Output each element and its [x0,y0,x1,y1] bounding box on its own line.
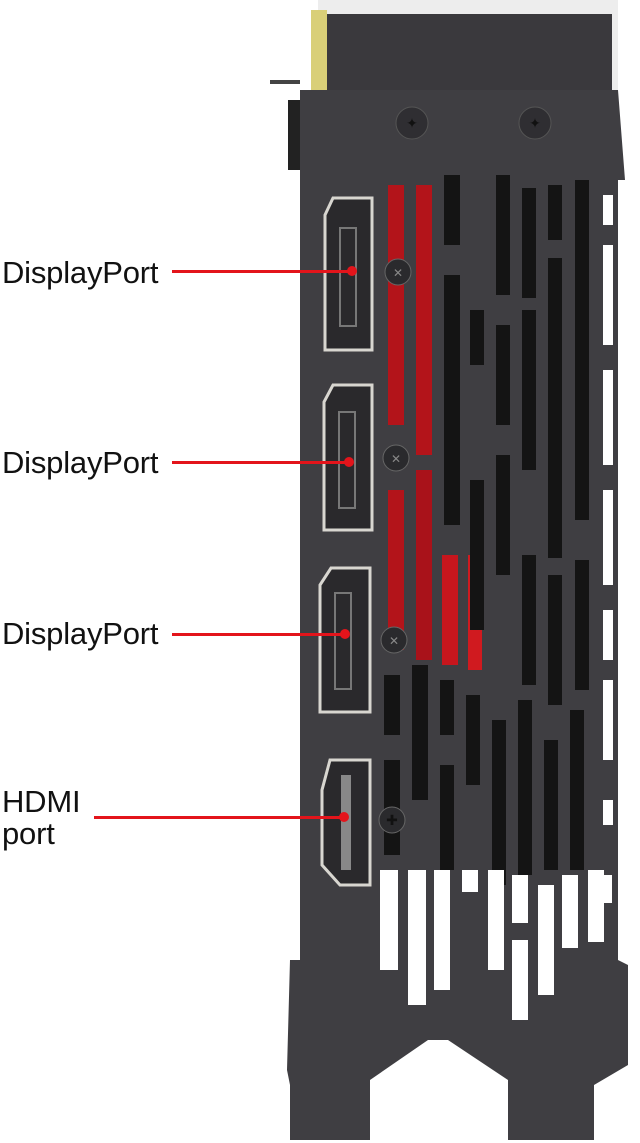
screw-icon: ✚ [378,806,406,834]
svg-text:✦: ✦ [529,116,541,132]
bracket-clip [288,100,302,170]
heatsink-fin [416,470,432,660]
svg-text:✕: ✕ [389,634,399,648]
callout-leader-line [172,270,352,273]
callout-dot [344,457,354,467]
screw-icon: ✦ [395,106,429,140]
screw-icon: ✕ [384,258,412,286]
displayport-connector-3 [318,566,372,714]
callout-label-displayport-1: DisplayPort [2,255,159,290]
screw-icon: ✦ [518,106,552,140]
callout-label-hdmi-line2: port [2,816,55,851]
screw-icon: ✕ [382,444,410,472]
svg-text:✕: ✕ [391,452,401,466]
callout-label-hdmi-line1: HDMI [2,784,81,819]
callout-leader-line [172,633,344,636]
callout-leader-line [94,816,344,819]
svg-text:✚: ✚ [386,813,398,829]
pcb-edge [311,10,327,110]
hdmi-connector [320,758,372,887]
heatsink-fin [388,490,404,650]
callout-label-displayport-2: DisplayPort [2,445,159,480]
heatsink-fin [442,555,458,665]
heatsink-fin [388,185,404,425]
svg-text:✕: ✕ [393,266,403,280]
bracket-tab [270,80,300,84]
callout-dot [347,266,357,276]
screw-icon: ✕ [380,626,408,654]
callout-dot [340,629,350,639]
vent-slots [384,175,589,885]
svg-text:✦: ✦ [406,116,418,132]
heatsink-fin [416,185,432,455]
shroud-top-block [326,14,612,90]
open-vents [380,195,613,1020]
callout-dot [339,812,349,822]
callout-label-displayport-3: DisplayPort [2,616,159,651]
callout-leader-line [172,461,348,464]
